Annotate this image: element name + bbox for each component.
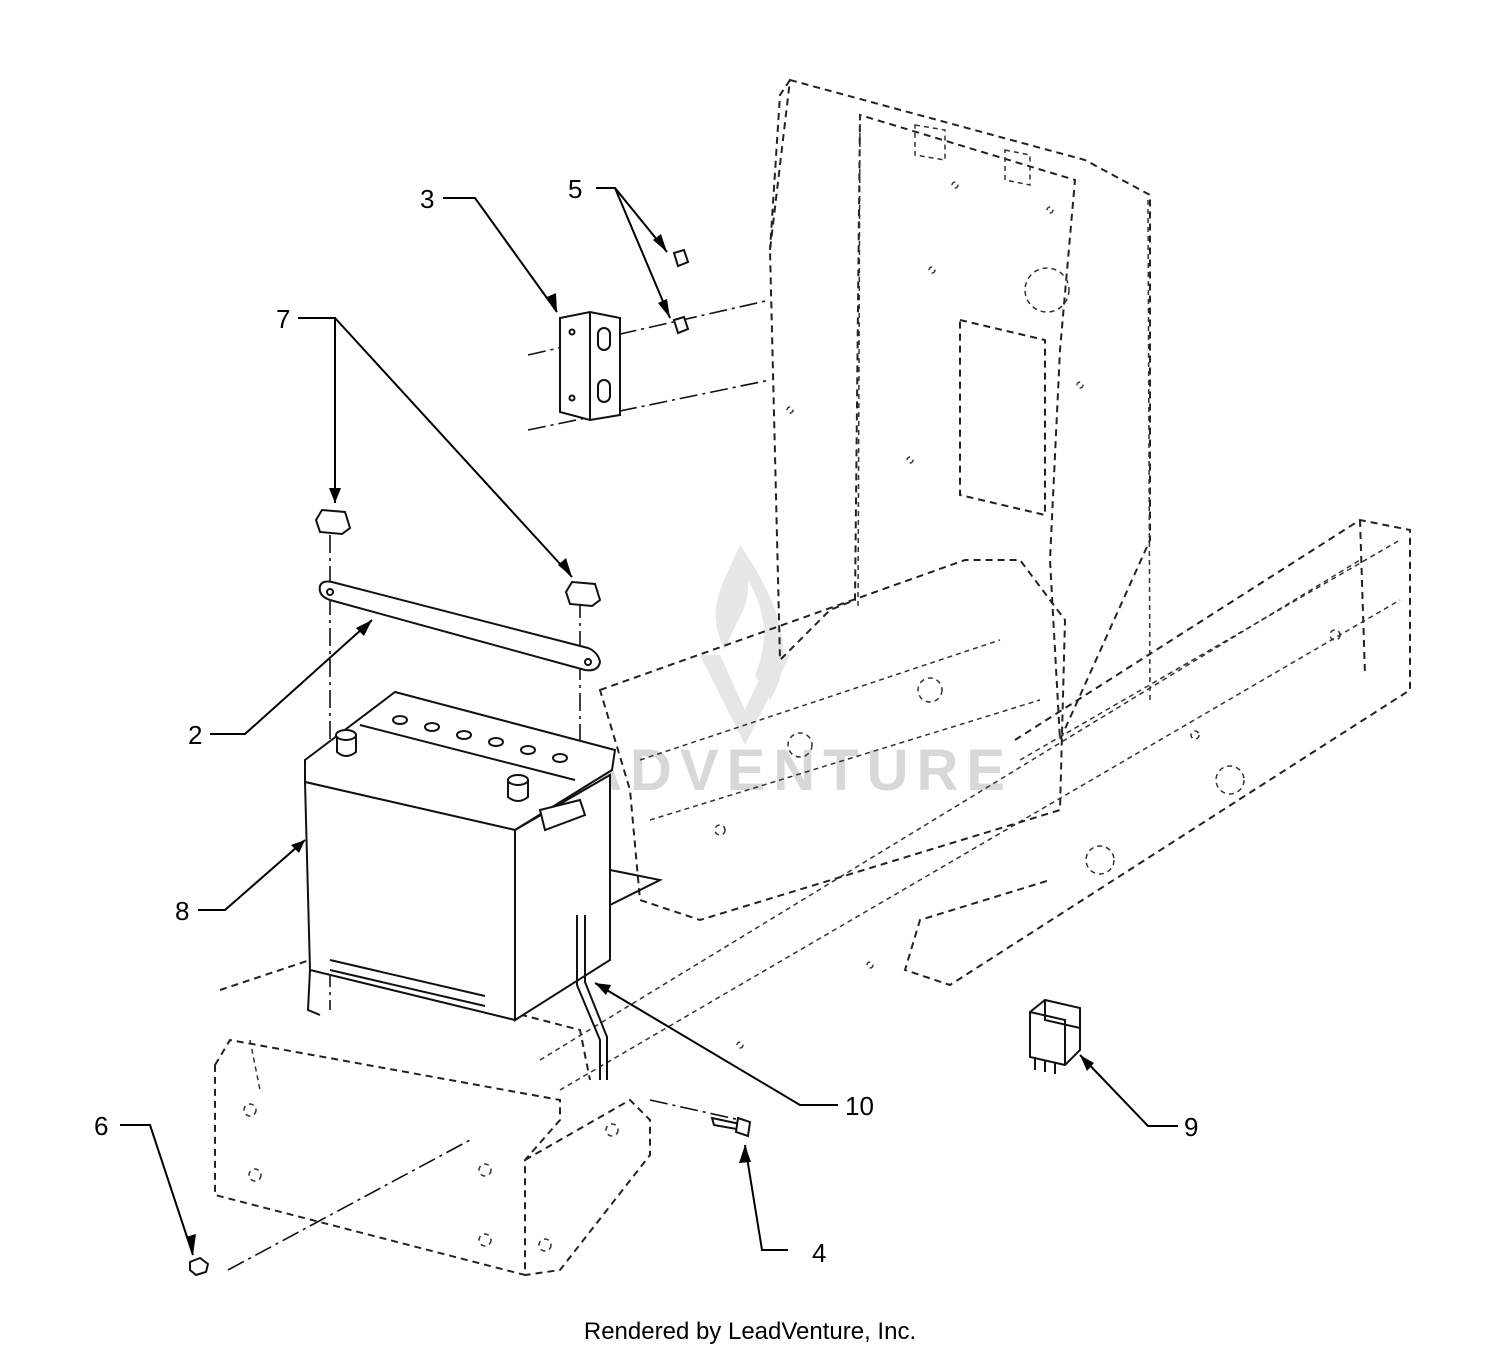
frame-front-section — [214, 559, 1401, 1277]
wing-nut — [314, 508, 602, 608]
bracket-screw — [672, 248, 690, 335]
frame-bolt — [710, 1116, 752, 1138]
frame-nut — [189, 1256, 210, 1277]
callout-arrowheads — [186, 234, 1094, 1255]
watermark-logo — [700, 545, 790, 745]
callout-labels: 2 3 4 5 6 7 8 9 10 — [94, 174, 1198, 1268]
hold-down-strap — [318, 580, 602, 672]
frame-cross-member — [598, 559, 1067, 922]
j-bolt — [576, 915, 608, 1080]
footer-credit: Rendered by LeadVenture, Inc. — [583, 1318, 917, 1345]
callout-7: 7 — [276, 304, 290, 334]
callout-6: 6 — [94, 1111, 108, 1141]
callout-4: 4 — [812, 1238, 826, 1268]
callout-3: 3 — [420, 184, 434, 214]
battery — [303, 690, 617, 1022]
battery-tray — [306, 869, 664, 1016]
callout-9: 9 — [1184, 1112, 1198, 1142]
frame-upright — [768, 78, 1151, 741]
callout-5: 5 — [568, 174, 582, 204]
battery-bracket — [559, 310, 621, 422]
callout-8: 8 — [175, 896, 189, 926]
callout-2: 2 — [188, 720, 202, 750]
callout-10: 10 — [845, 1091, 874, 1121]
rocker-switch — [1029, 998, 1081, 1074]
callout-leaders — [120, 187, 1178, 1256]
